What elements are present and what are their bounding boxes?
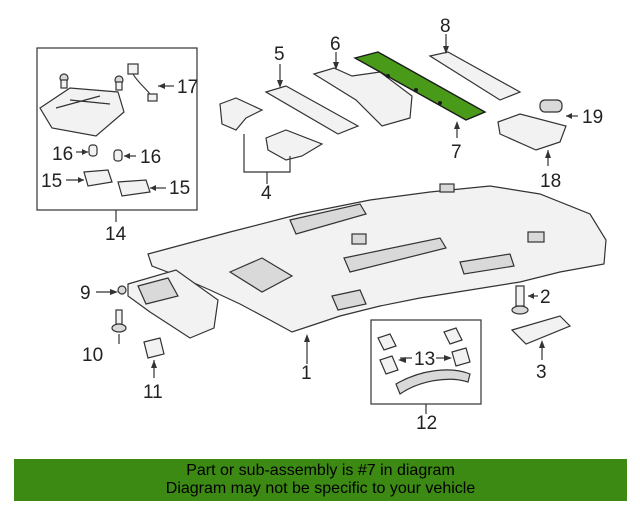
- callout-2: 2: [540, 287, 551, 308]
- inset-box-12: [370, 319, 482, 414]
- callout-6: 6: [330, 34, 341, 55]
- callout-7: 7: [451, 142, 462, 163]
- callout-16a: 16: [52, 144, 73, 165]
- callout-5: 5: [274, 44, 285, 65]
- callout-9: 9: [80, 283, 91, 304]
- info-banner: Part or sub-assembly is #7 in diagram Di…: [14, 459, 627, 501]
- part-6-strip: [312, 67, 413, 127]
- callout-11: 11: [143, 382, 163, 403]
- callout-19: 19: [582, 107, 603, 128]
- part-2-clip: [511, 285, 538, 315]
- callout-3: 3: [536, 362, 547, 383]
- callout-1: 1: [301, 363, 312, 384]
- part-10-screw: [111, 309, 127, 344]
- callout-8: 8: [440, 16, 451, 37]
- banner-line-2: Diagram may not be specific to your vehi…: [165, 480, 476, 497]
- callout-16b: 16: [140, 147, 161, 168]
- callout-10: 10: [82, 345, 103, 366]
- callout-12: 12: [416, 413, 437, 434]
- banner-line-1: Part or sub-assembly is #7 in diagram: [186, 462, 455, 479]
- part-3-bracket: [510, 315, 572, 360]
- callout-13: 13: [414, 349, 435, 370]
- callout-14: 14: [105, 224, 127, 245]
- part-7-highlighted: [353, 51, 487, 138]
- callout-17: 17: [177, 77, 198, 98]
- dome-lamp: [39, 87, 125, 137]
- part-4-pads: [219, 97, 324, 184]
- callout-15a: 15: [41, 171, 62, 192]
- part-8-strip: [428, 51, 522, 101]
- callout-4: 4: [261, 183, 272, 204]
- callout-15b: 15: [169, 178, 190, 199]
- part-18-lamp: [497, 99, 578, 166]
- part-9-sun-visor: [96, 269, 219, 339]
- part-11-clip: [143, 337, 165, 378]
- part-1-headliner: [147, 183, 607, 364]
- inset-box-14: [36, 47, 198, 222]
- callout-18: 18: [540, 171, 561, 192]
- part-5-strip: [264, 85, 360, 135]
- parts-diagram: 1 2 3 4 5 6 7 8 9 10 11 12 13 14 15 15 1…: [36, 16, 607, 434]
